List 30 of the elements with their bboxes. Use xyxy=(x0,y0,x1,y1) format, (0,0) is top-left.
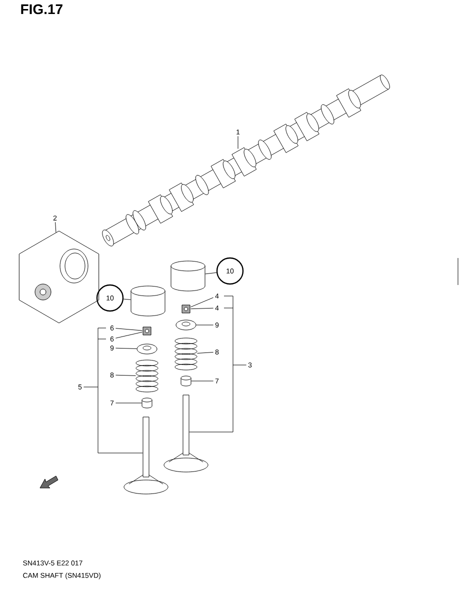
stem-seal-drawing xyxy=(180,376,192,386)
valve-drawing xyxy=(164,394,208,472)
leader-line xyxy=(115,402,142,404)
leader-line xyxy=(196,324,214,326)
leader-line xyxy=(190,297,214,308)
valve-spring-drawing xyxy=(136,360,158,392)
valve-drawing xyxy=(124,416,168,494)
leader-line xyxy=(115,374,136,376)
leader-line xyxy=(197,352,214,354)
valve-cotter-drawing xyxy=(182,304,190,314)
leader-line xyxy=(55,222,56,233)
spring-retainer-drawing xyxy=(136,344,158,354)
leader-line xyxy=(115,328,142,331)
leader-line xyxy=(189,364,247,432)
hexagon-drawing xyxy=(18,230,100,324)
leader-line xyxy=(83,386,143,454)
leader-line xyxy=(205,272,217,274)
leader-line xyxy=(115,332,142,338)
leader-line xyxy=(191,380,214,382)
valve-spring-drawing xyxy=(174,338,198,370)
stem-seal-drawing xyxy=(142,398,152,408)
figure-title: FIG.17 xyxy=(21,4,62,14)
camshaft-drawing xyxy=(102,74,390,246)
valve-cotter-drawing xyxy=(142,326,152,336)
spring-retainer-drawing xyxy=(176,320,196,330)
tappet-drawing xyxy=(170,260,206,292)
leader-line xyxy=(123,298,131,300)
tappet-drawing xyxy=(130,286,166,316)
leader-line xyxy=(190,308,214,310)
leader-line xyxy=(115,348,137,349)
